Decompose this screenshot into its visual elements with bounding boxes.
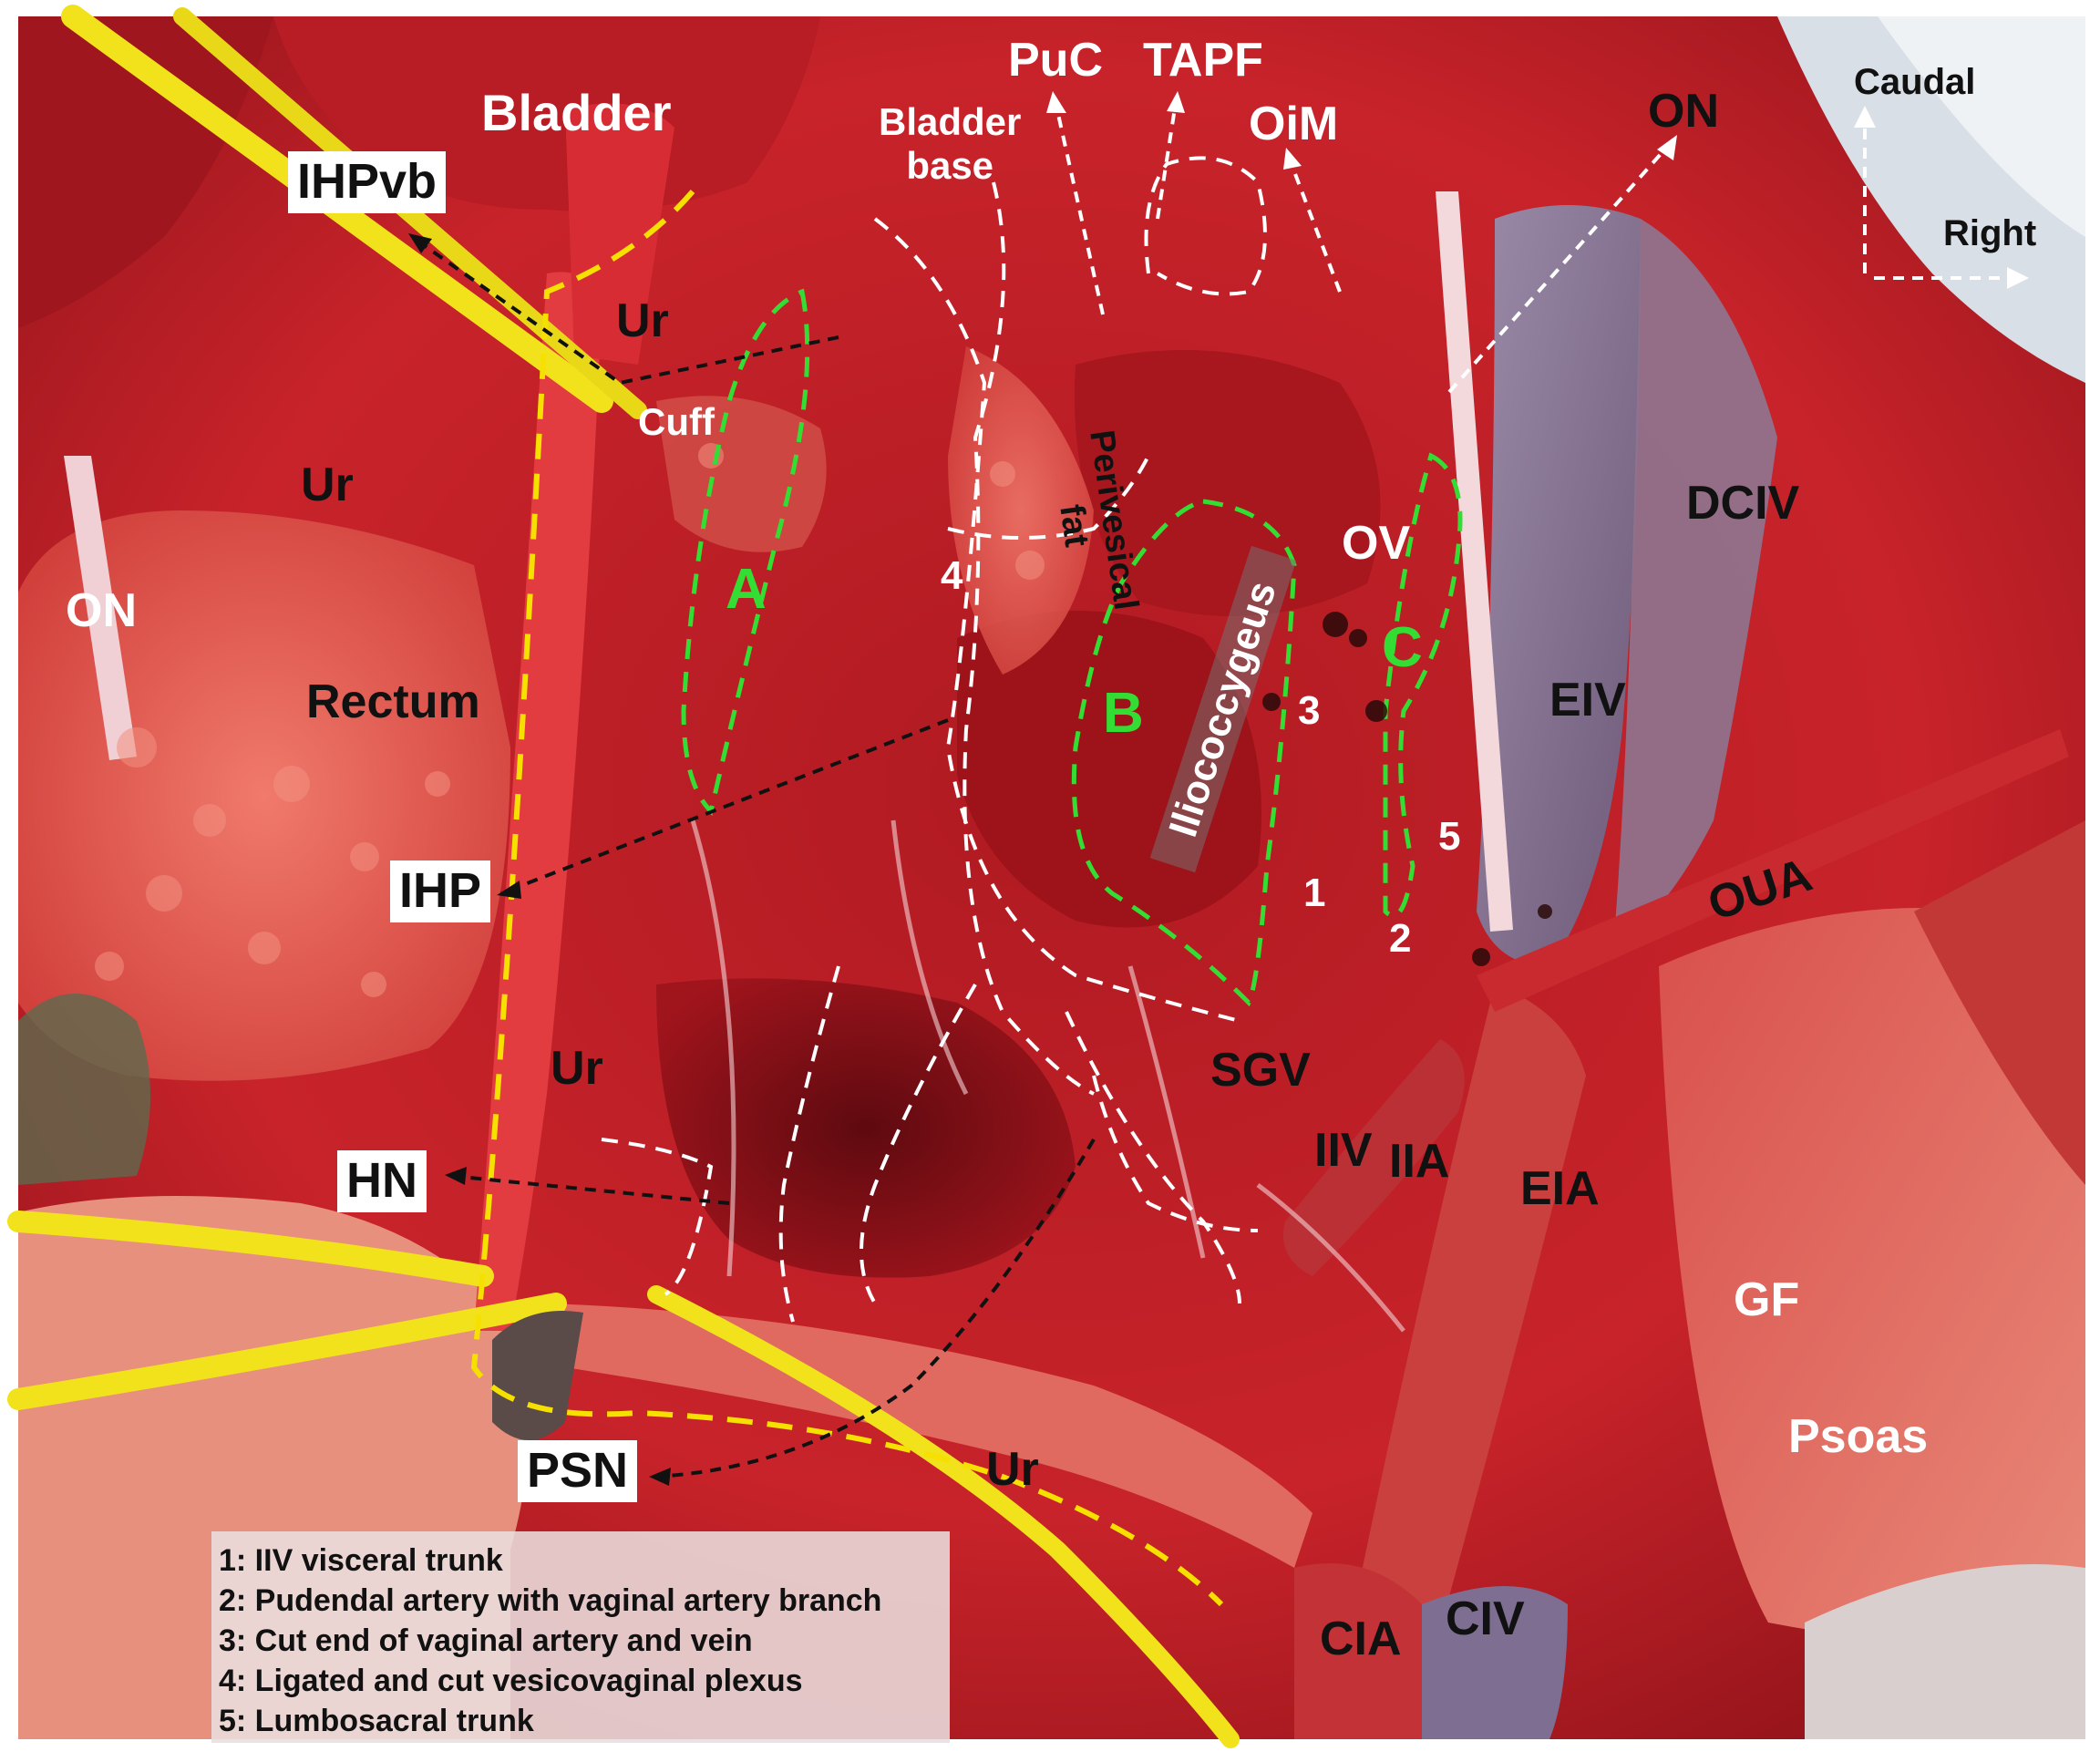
clamp (492, 1311, 583, 1440)
label-rectum: Rectum (306, 675, 480, 728)
label-tapf: TAPF (1143, 34, 1263, 87)
label-on-left: ON (66, 584, 137, 637)
external-iliac-vein (1477, 205, 1641, 966)
internal-iliac-artery (1283, 1039, 1465, 1276)
label-iiv: IIV (1314, 1124, 1373, 1177)
label-sgv: SGV (1210, 1044, 1311, 1097)
white-outline-3 (778, 965, 840, 1323)
label-num-5: 5 (1438, 814, 1461, 859)
label-region-c: C (1382, 616, 1423, 679)
dciv-vessel (1613, 219, 1777, 948)
label-region-b: B (1103, 682, 1144, 745)
label-hn: HN (337, 1150, 427, 1212)
arrow-on-right (1447, 144, 1670, 394)
obturator-nerve-left (64, 456, 137, 760)
label-cia: CIA (1320, 1613, 1402, 1665)
ureter-bottom (547, 1303, 1312, 1568)
label-right: Right (1943, 213, 2037, 253)
legend: 1: IIV visceral trunk 2: Pudendal artery… (211, 1531, 950, 1743)
label-bladder-base: Bladder base (879, 100, 1022, 188)
rectum-region (18, 510, 510, 1081)
legend-item: 1: IIV visceral trunk (219, 1543, 503, 1578)
legend-item: 4: Ligated and cut vesicovaginal plexus (219, 1664, 803, 1698)
label-gf: GF (1734, 1273, 1800, 1326)
white-outline-6 (1092, 1075, 1259, 1232)
label-region-a: A (726, 558, 767, 621)
label-num-3: 3 (1298, 688, 1321, 733)
arrow-tapf (1156, 101, 1178, 220)
label-ov: OV (1342, 517, 1411, 570)
yellow-dashed-outline (470, 190, 1224, 1607)
yellow-tape-3 (7, 1211, 494, 1287)
common-iliac-artery (1294, 1563, 1422, 1739)
label-psoas: Psoas (1788, 1410, 1929, 1463)
arrow-ihpvb (413, 237, 839, 386)
label-num-4: 4 (941, 553, 963, 598)
obturator-nerve-right (1436, 191, 1513, 932)
arrow-ihp (500, 718, 949, 895)
legend-item: 3: Cut end of vaginal artery and vein (219, 1623, 753, 1658)
white-outline-4 (860, 983, 977, 1305)
label-psn: PSN (518, 1440, 638, 1502)
label-ur-mid: Ur (551, 1042, 603, 1095)
white-outline-5 (1065, 1011, 1241, 1304)
label-dciv: DCIV (1686, 477, 1800, 530)
label-puc: PuC (1008, 34, 1103, 87)
legend-item: 5: Lumbosacral trunk (219, 1704, 534, 1738)
ureter-left-vertical (474, 272, 602, 1331)
yellow-tape-5 (647, 1285, 1240, 1748)
white-outline-8 (947, 455, 1150, 540)
label-ihp: IHP (390, 860, 491, 922)
label-ur-bottom: Ur (986, 1443, 1039, 1496)
label-cuff: Cuff (638, 400, 715, 443)
label-num-2: 2 (1389, 916, 1412, 961)
label-iia: IIA (1389, 1135, 1450, 1188)
label-bladder: Bladder (481, 84, 672, 141)
green-outline-c (1383, 452, 1463, 918)
label-num-1: 1 (1303, 871, 1326, 915)
white-outline-1 (873, 217, 1240, 1023)
green-outline-b (1071, 499, 1297, 1007)
legend-item: 2: Pudendal artery with vaginal artery b… (219, 1583, 882, 1618)
label-on-right: ON (1648, 85, 1719, 138)
oua-band (1477, 729, 2069, 1012)
deep-cavity (656, 978, 1076, 1278)
common-iliac-vein (1422, 1586, 1568, 1739)
label-ur-top: Ur (616, 294, 669, 347)
green-outline-a (681, 288, 810, 816)
psoas-region (1659, 908, 2085, 1647)
label-eia: EIA (1520, 1162, 1600, 1215)
white-outline-2 (962, 181, 1095, 1096)
label-civ: CIV (1446, 1592, 1525, 1645)
label-eiv: EIV (1549, 674, 1626, 726)
label-oim: OiM (1249, 98, 1339, 150)
arrow-psn (655, 1138, 1096, 1479)
arrow-hn (450, 1174, 730, 1205)
arrow-oim (1288, 159, 1342, 293)
label-ur-left: Ur (301, 459, 354, 511)
arrow-puc (1054, 101, 1105, 315)
external-iliac-artery (1340, 984, 1586, 1702)
white-outline-7 (601, 1138, 714, 1296)
yellow-tape-2 (173, 7, 647, 419)
label-caudal: Caudal (1854, 62, 1976, 102)
label-ihpvb: IHPvb (288, 151, 447, 213)
